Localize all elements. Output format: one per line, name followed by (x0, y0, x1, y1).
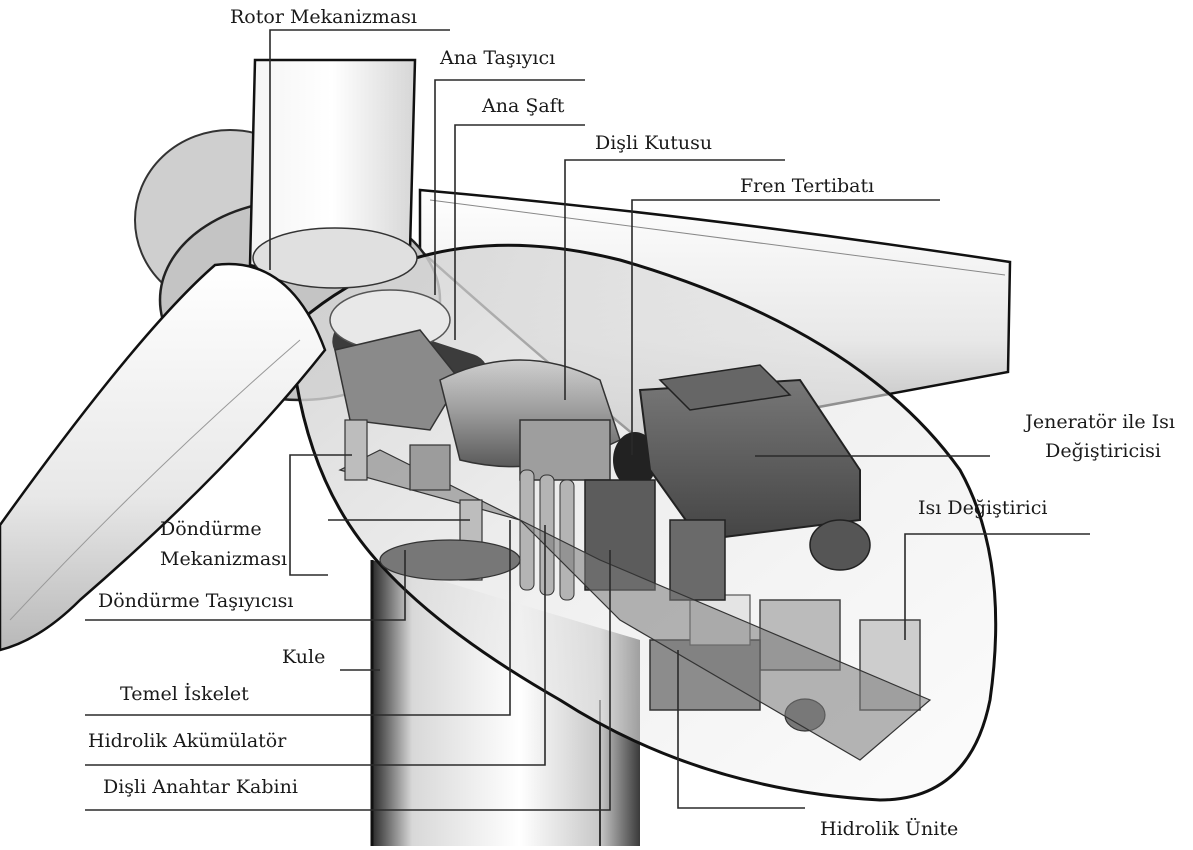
label-hydraulic-unit: Hidrolik Ünite (820, 818, 958, 842)
label-main-shaft: Ana Şaft (482, 95, 564, 119)
label-generator-line2: Değiştiricisi (985, 440, 1161, 464)
gearbox (440, 360, 620, 480)
label-bed-frame: Temel İskelet (120, 683, 249, 707)
label-tower: Kule (282, 646, 325, 670)
label-hydraulic-accumulator: Hidrolik Akümülatör (88, 730, 286, 754)
yaw-bearing (380, 540, 520, 580)
label-main-carrier: Ana Taşıyıcı (440, 47, 555, 71)
label-rotor-mechanism: Rotor Mekanizması (230, 6, 417, 30)
label-yaw-bearing: Döndürme Taşıyıcısı (98, 590, 293, 614)
blade-top (250, 60, 417, 288)
label-yaw-drive-line2: Mekanizması (160, 548, 287, 572)
label-brake-assembly: Fren Tertibatı (740, 175, 874, 199)
label-gearbox: Dişli Kutusu (595, 132, 712, 156)
label-heat-exchanger: Isı Değiştirici (918, 497, 1047, 521)
label-switch-cabinet: Dişli Anahtar Kabini (103, 776, 298, 800)
label-generator-line1: Jeneratör ile Isı (985, 411, 1175, 435)
label-yaw-drive-line1: Döndürme (160, 518, 262, 542)
